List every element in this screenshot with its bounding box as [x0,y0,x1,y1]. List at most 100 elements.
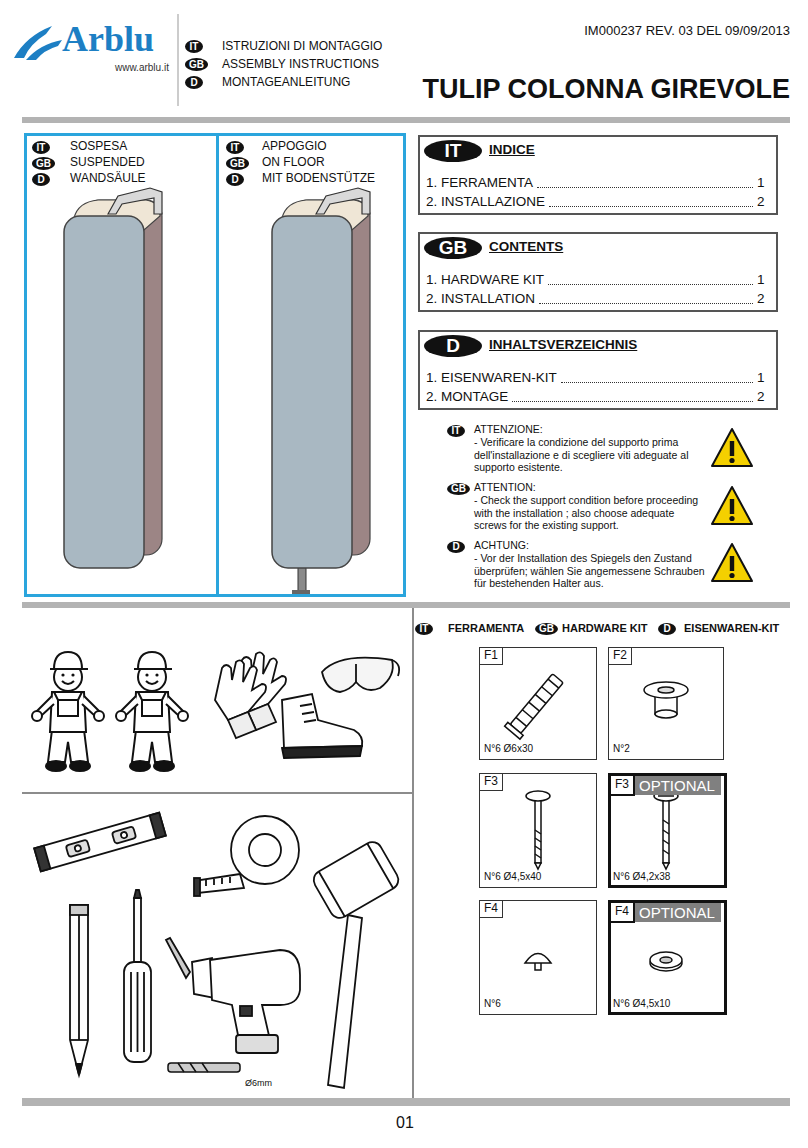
mallet [310,838,402,921]
node-text: 2. MONTAGE [426,389,508,405]
pencil [78,915,80,1040]
language-badge: GB [424,237,482,259]
safety-goggles [355,664,357,682]
pencil [70,905,88,915]
node-text: 2 [757,291,765,307]
drill-bit [178,1063,208,1072]
contents-box: CONTENTS1. HARDWARE KIT12. INSTALLATION2… [418,232,778,312]
node-text: F4 [480,901,503,918]
power-drill [240,1006,252,1016]
screw [535,863,541,869]
warning-text: - Check the support condition before pro… [474,494,708,532]
bushing [658,687,674,693]
page-number: 01 [396,1114,414,1132]
node-text: 2 [757,389,765,405]
language-badge: D [185,76,203,89]
section-divider [22,608,413,1098]
grey-band [22,1098,790,1106]
safety-goggles [392,660,399,676]
power-drill [210,950,300,1045]
node-text: OPTIONAL [635,903,721,922]
node-text: F2 [609,648,632,665]
screw [663,863,669,869]
language-badge: GB [535,623,558,635]
badge-text: IT [190,41,199,52]
node-text: MIT BODENSTÜTZE [262,172,375,186]
cover-cap [525,954,551,971]
warning-text: - Verificare la condizione del supporto … [474,436,708,474]
node-text: 2. INSTALLATION [426,291,535,307]
header-text: ISTRUZIONI DI MONTAGGIO [222,40,382,54]
node-text: F3 [480,774,503,791]
badge-text: GB [539,623,554,634]
column-on-floor [272,188,370,568]
tape-measure [231,816,299,884]
badge-text: IT [420,623,429,634]
spirit-level [34,846,50,872]
version-panel: SOSPESASUSPENDEDWANDSÄULEITGBD [24,133,216,597]
tape-measure [206,877,230,886]
node-text: 1. HARDWARE KIT [426,272,544,288]
hardware-box: F4OPTIONAL N°6 Ø4,5x10 [608,900,727,1015]
hardware-box: F1N°6 Ø6x30 [479,647,597,760]
warning-text: - Vor der Installation des Spiegels den … [474,552,708,590]
tape-measure [194,816,299,896]
drill-bit [168,1063,240,1072]
language-badge: D [32,173,50,186]
node-text: N°6 Ø4,5x10 [613,998,670,1010]
language-badge: GB [226,157,249,170]
node-text: SOSPESA [70,140,127,154]
grey-band [22,117,790,123]
badge-text: D [231,174,238,185]
language-badge: IT [415,623,433,635]
badge-text: GB [451,483,466,494]
header-text: ASSEMBLY INSTRUCTIONS [222,58,379,72]
node-text: CONTENTS [489,239,563,255]
screw [526,791,550,801]
node-text: N°2 [613,743,630,755]
section-divider [22,792,413,794]
safety-boot [282,694,362,748]
tape-measure [198,874,244,893]
screwdriver [134,890,141,898]
power-drill [166,938,300,1053]
warning-heading: ACHTUNG: [474,539,529,551]
node-text: F4 [611,903,635,923]
spirit-level [112,826,136,844]
mallet [310,838,402,921]
washer [660,957,672,963]
drill-size: Ø6mm [245,1078,272,1088]
spirit-level [74,845,81,852]
language-badge: IT [185,40,203,53]
screw [654,791,678,869]
screw [663,797,669,863]
node-text: N°6 [484,998,501,1010]
contents-box: INHALTSVERZEICHNIS1. EISENWAREN-KIT12. M… [418,330,778,410]
warning-sign [712,544,752,581]
logo-mark [14,26,62,60]
dot-leader [548,284,753,285]
worker-figure [32,652,188,771]
washer [650,952,682,971]
header-divider [178,14,179,106]
section-heading: HARDWARE KIT [562,622,648,635]
washer [650,952,682,968]
node-text: 2. INSTALLAZIONE [426,194,545,210]
spirit-level [34,813,166,872]
logo-mark [26,40,62,60]
language-badge: GB [185,58,208,71]
safety-boot [282,694,362,758]
column-on-floor [292,590,310,594]
spirit-level [150,813,166,839]
dot-leader [537,187,753,188]
node-text: WANDSÄULE [70,172,146,186]
warning-sign [712,487,752,524]
screw [526,791,550,869]
badge-text: GB [230,158,245,169]
node-text: N°6 Ø4,5x40 [484,871,541,883]
section-heading: EISENWAREN-KIT [684,622,779,635]
dot-leader [549,206,753,207]
mallet [328,915,362,1088]
warning-heading: ATTENZIONE: [474,423,543,435]
section-divider [412,608,414,1098]
